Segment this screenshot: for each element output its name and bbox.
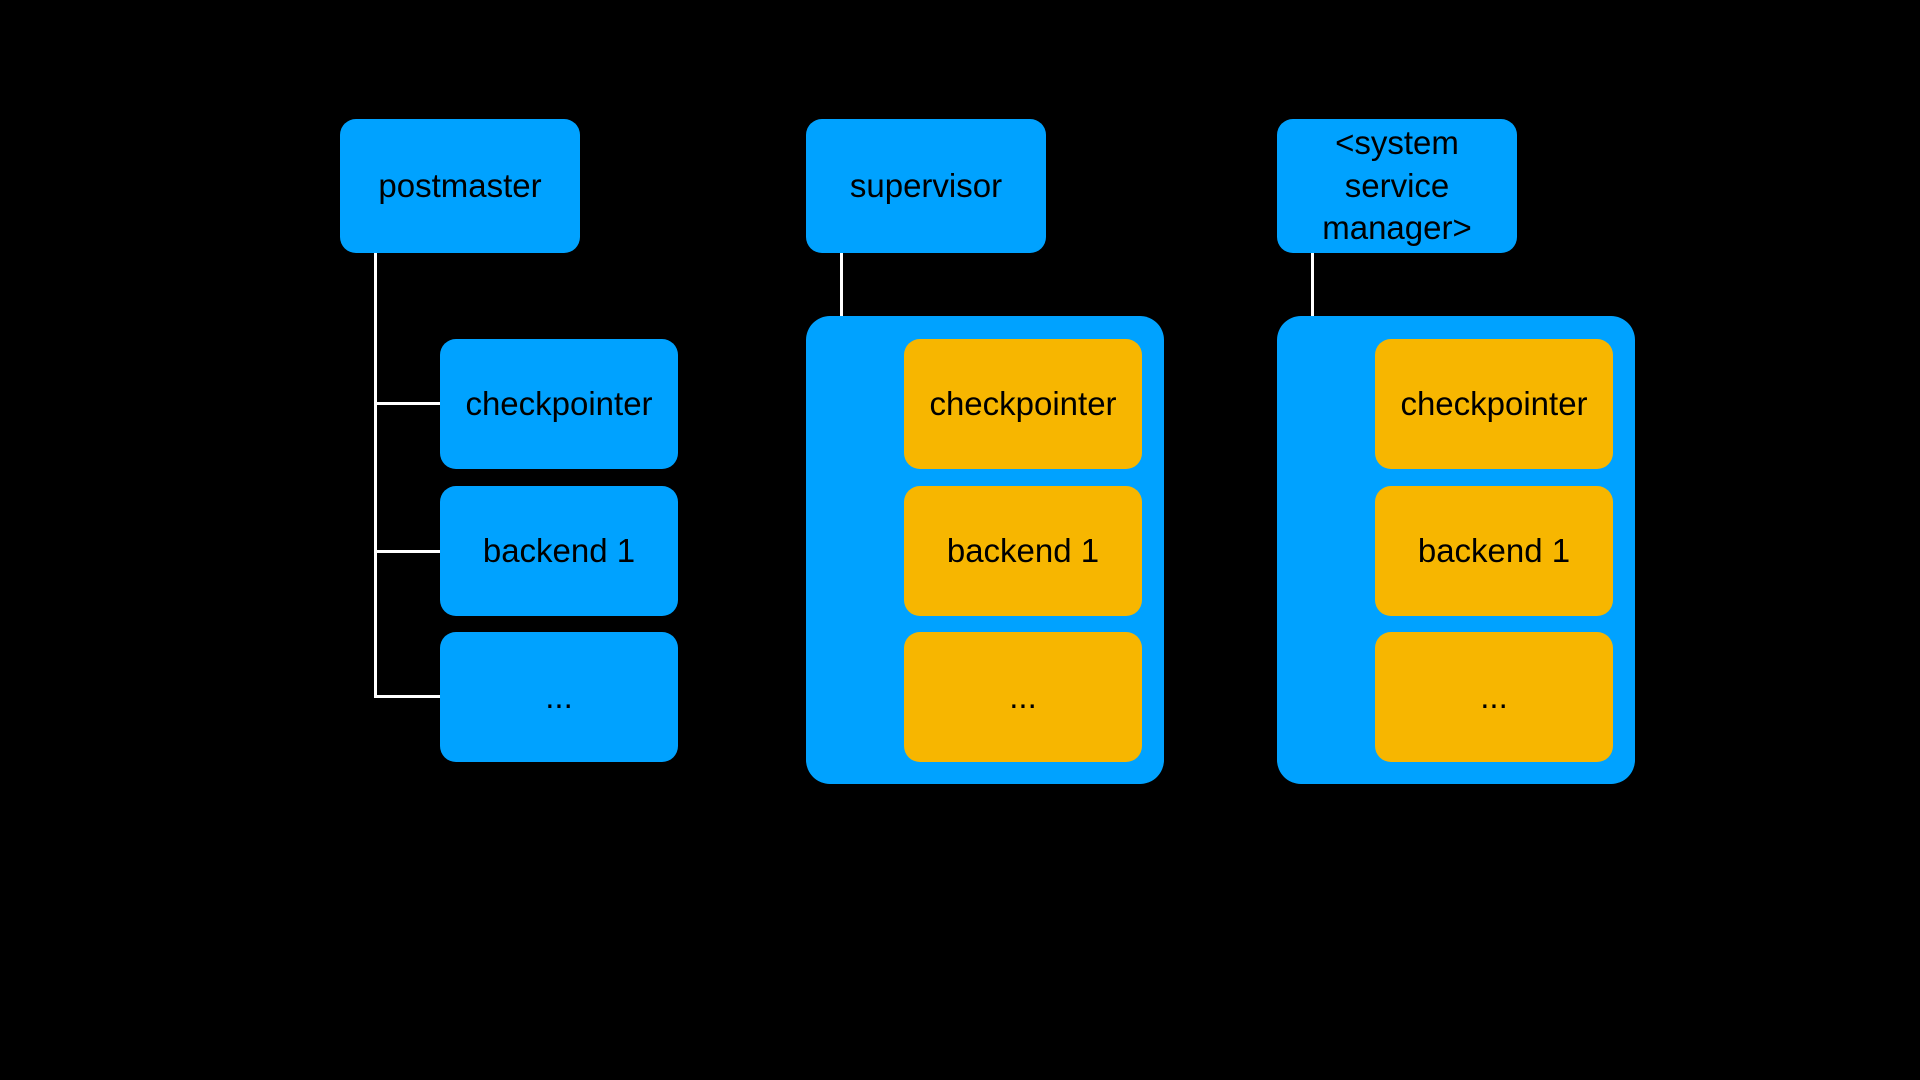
supervisor-label: supervisor [849, 166, 1003, 204]
supervisor-child-ellipsis: ... [904, 632, 1142, 762]
ellipsis-label: ... [1009, 677, 1037, 715]
ssm-child-checkpointer: checkpointer [1375, 339, 1613, 469]
postmaster-child-backend-1: backend 1 [440, 486, 678, 616]
checkpointer-label: checkpointer [929, 384, 1117, 422]
ellipsis-label: ... [545, 677, 573, 715]
backend-1-label: backend 1 [1417, 531, 1571, 569]
supervisor-process-container: checkpointer backend 1 ... [806, 316, 1164, 784]
supervisor-node: supervisor [806, 119, 1046, 253]
supervisor-connector [840, 253, 843, 318]
postmaster-branch-backend [374, 550, 440, 553]
backend-1-label: backend 1 [946, 531, 1100, 569]
system-service-manager-label: <system service manager> [1322, 123, 1472, 247]
postmaster-child-checkpointer: checkpointer [440, 339, 678, 469]
postmaster-branch-more [374, 695, 440, 698]
postmaster-child-ellipsis: ... [440, 632, 678, 762]
ssm-child-backend-1: backend 1 [1375, 486, 1613, 616]
checkpointer-label: checkpointer [1400, 384, 1588, 422]
ellipsis-label: ... [1480, 677, 1508, 715]
postmaster-node: postmaster [340, 119, 580, 253]
backend-1-label: backend 1 [482, 531, 636, 569]
system-service-manager-node: <system service manager> [1277, 119, 1517, 253]
ssm-child-ellipsis: ... [1375, 632, 1613, 762]
system-service-manager-process-container: checkpointer backend 1 ... [1277, 316, 1635, 784]
system-service-manager-connector [1311, 253, 1314, 318]
supervisor-child-backend-1: backend 1 [904, 486, 1142, 616]
checkpointer-label: checkpointer [465, 384, 653, 422]
postmaster-trunk-connector [374, 253, 377, 698]
postmaster-branch-checkpointer [374, 402, 440, 405]
supervisor-child-checkpointer: checkpointer [904, 339, 1142, 469]
postmaster-label: postmaster [378, 166, 542, 204]
